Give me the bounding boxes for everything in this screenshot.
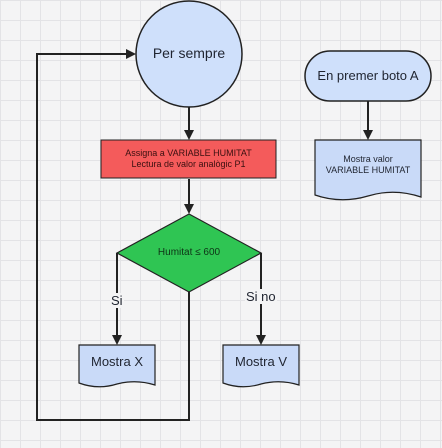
connector-loop-back (36, 49, 190, 421)
node-decision-label: Humitat ≤ 600 (157, 246, 221, 258)
node-show-value-shape[interactable] (314, 139, 422, 201)
edge-no-label: Si no (245, 289, 277, 304)
node-assign-shape[interactable] (100, 139, 277, 179)
node-button-event-shape[interactable] (304, 50, 432, 102)
edge-yes-label: Si (110, 293, 124, 308)
node-forever-label: Per sempre (152, 45, 226, 62)
node-assign-label: Assigna a VARIABLE HUMITAT Lectura de va… (125, 147, 252, 169)
node-show-v-shape[interactable] (222, 344, 300, 388)
node-decision-shape[interactable] (115, 213, 263, 293)
node-button-event-label: En premer boto A (317, 67, 419, 83)
node-forever-shape[interactable] (135, 0, 243, 108)
node-show-v-label: Mostra V (234, 353, 287, 369)
node-show-x-shape[interactable] (78, 344, 156, 388)
node-show-x-label: Mostra X (90, 353, 143, 369)
node-show-value-label: Mostra valor VARIABLE HUMITAT (325, 153, 411, 175)
